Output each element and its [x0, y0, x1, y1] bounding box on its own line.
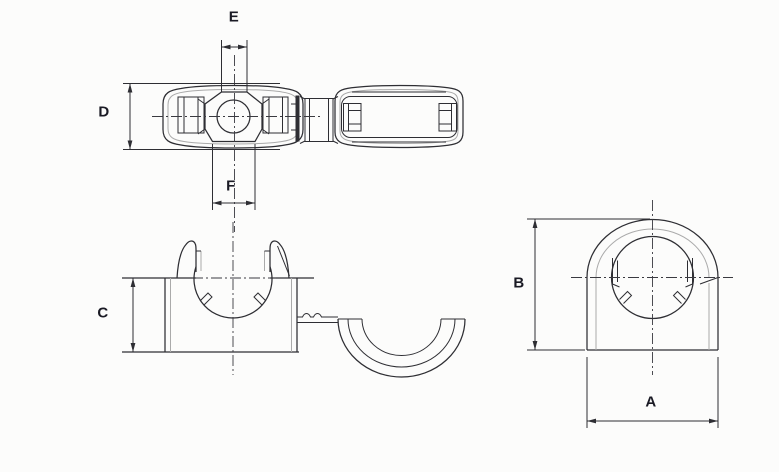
- dimension-f: [212, 144, 256, 210]
- dimension-d: [123, 83, 280, 150]
- hex-boss: [204, 91, 263, 143]
- dimension-b: [527, 218, 650, 351]
- dimension-label-f: F: [226, 177, 236, 195]
- top-view-drawing: [152, 55, 464, 232]
- hinge-strip: [297, 312, 339, 323]
- end-view-drawing: [571, 200, 733, 375]
- dimension-label-b: B: [513, 274, 525, 292]
- dimension-label-a: A: [645, 393, 657, 411]
- hinge-block: [299, 96, 339, 144]
- dimension-c: [130, 278, 136, 352]
- dimension-label-e: E: [228, 8, 240, 26]
- dimension-label-c: C: [97, 304, 109, 322]
- dimension-a: [586, 357, 719, 428]
- dimension-label-d: D: [98, 103, 110, 121]
- front-view-drawing: [122, 222, 466, 378]
- saddle-drawing: [337, 318, 466, 378]
